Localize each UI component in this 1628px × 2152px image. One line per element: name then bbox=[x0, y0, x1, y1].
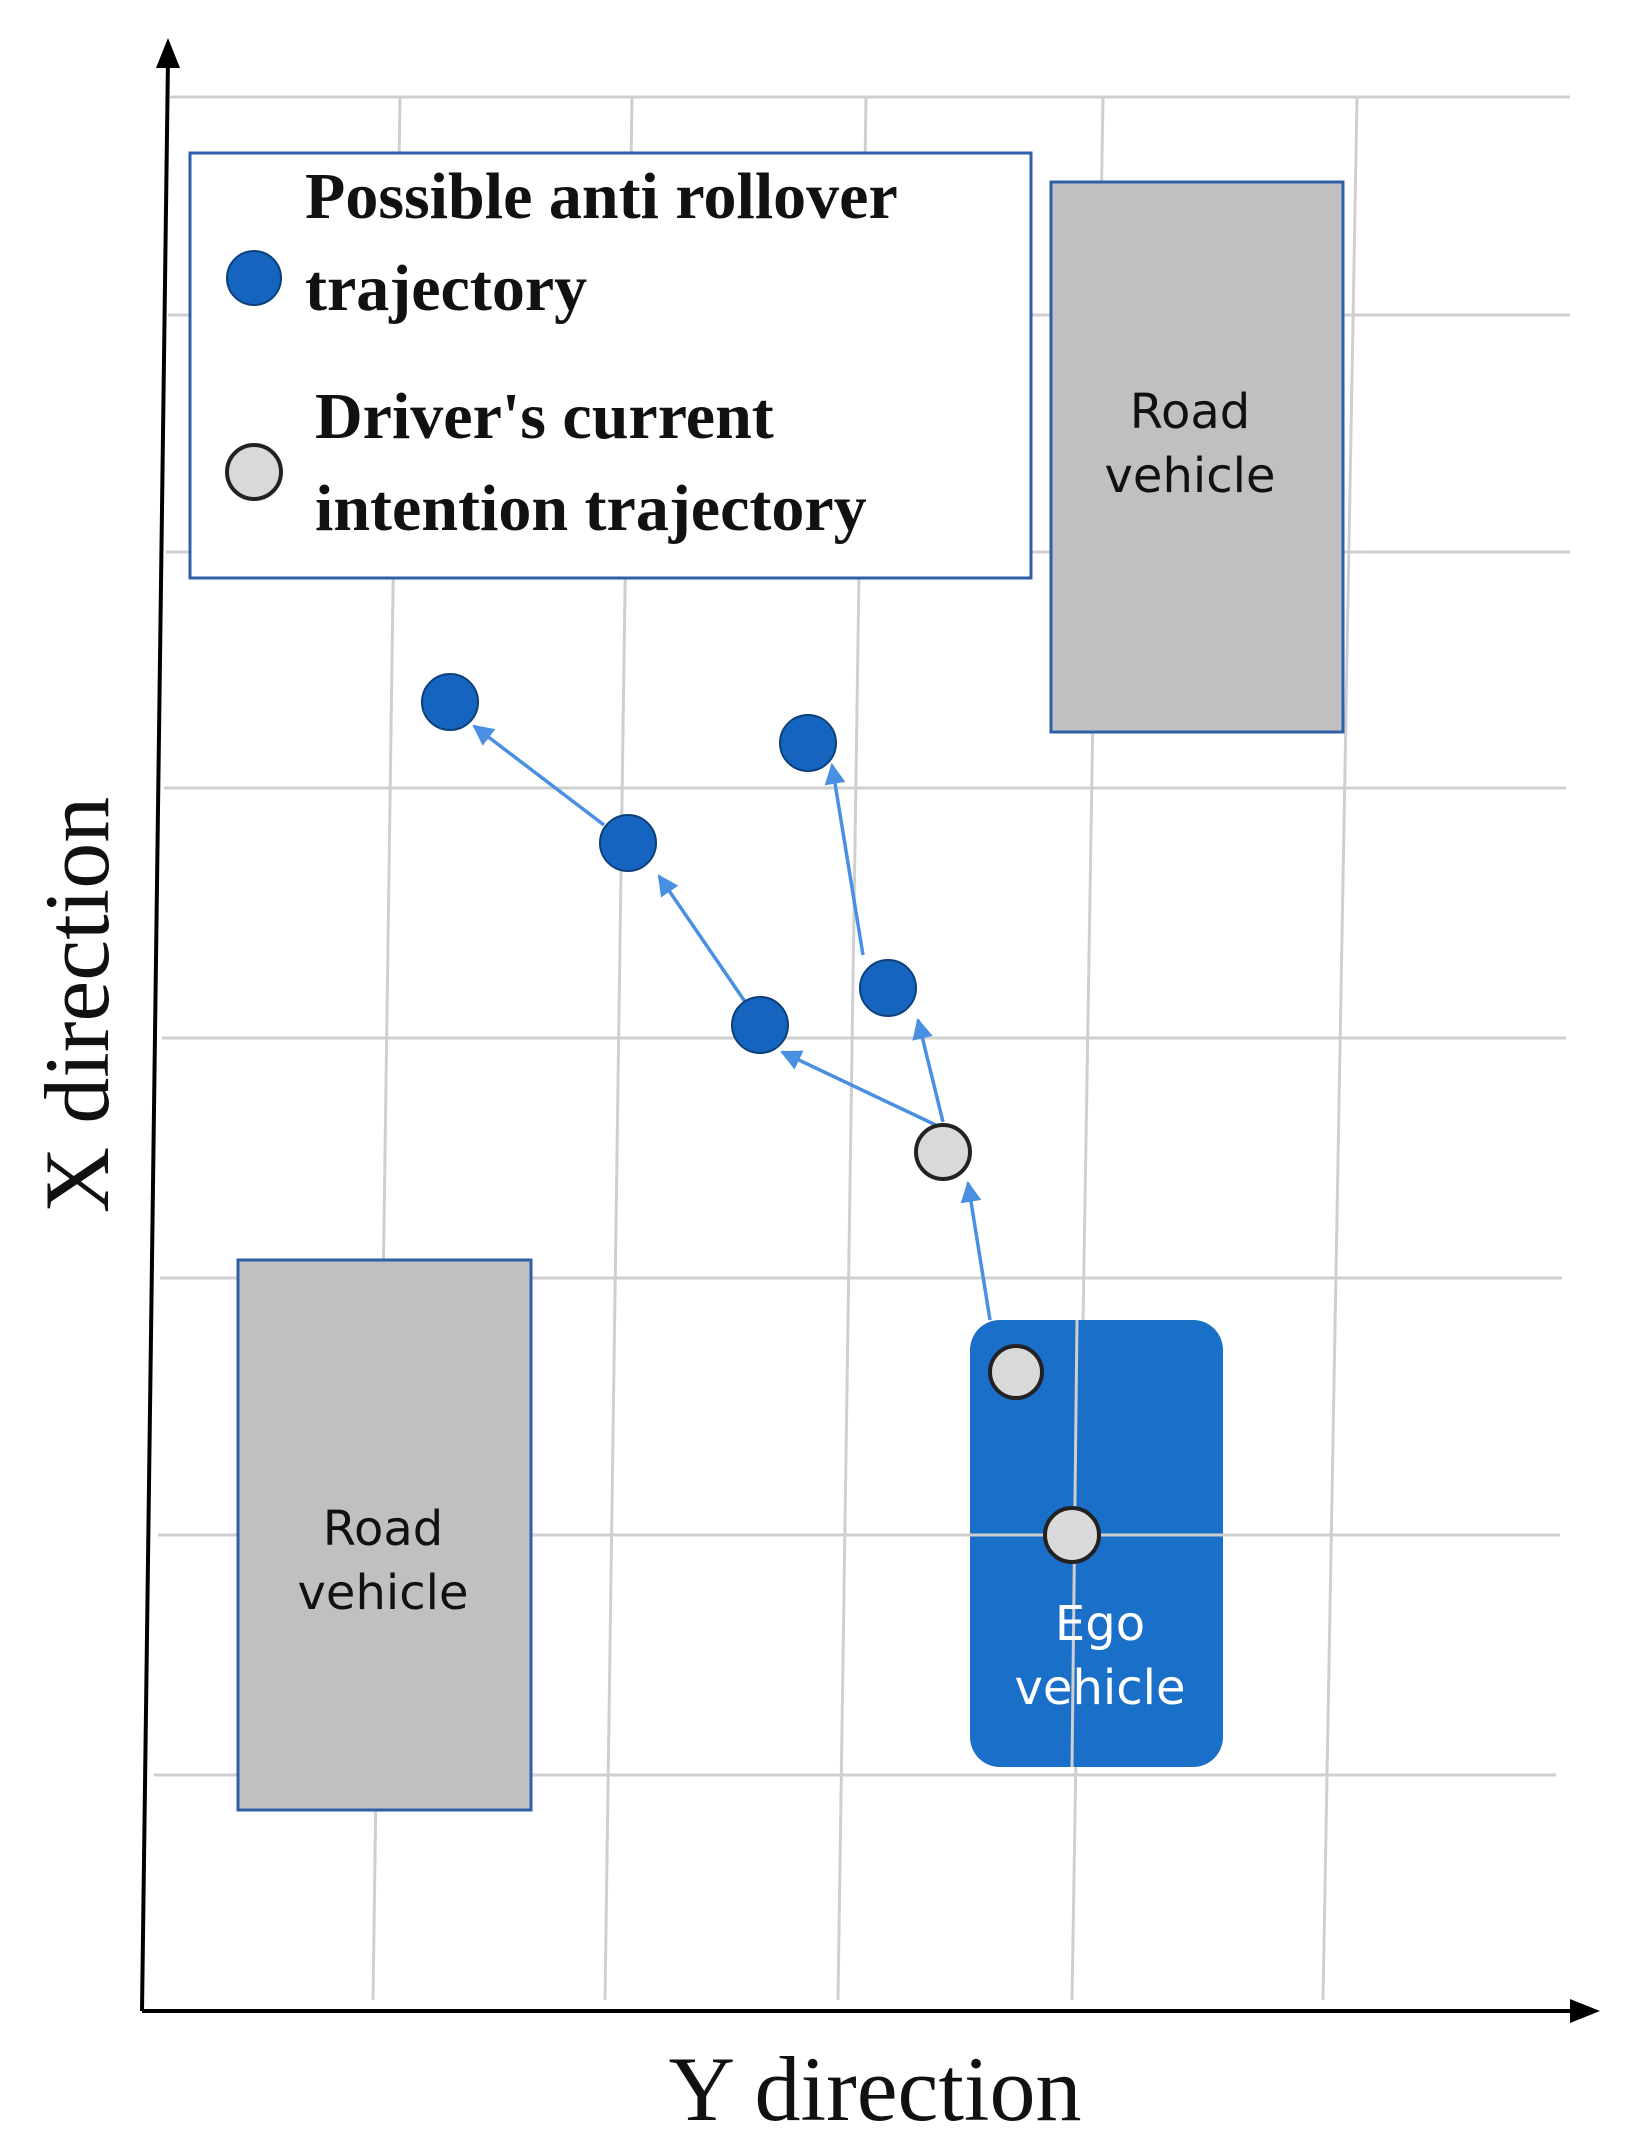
y-axis-title: X direction bbox=[26, 797, 128, 1213]
trajectory-points bbox=[421, 673, 1101, 1564]
legend-box bbox=[188, 151, 1033, 580]
road-vehicle-top-label-line1: Road bbox=[1130, 384, 1250, 440]
road-vehicle-bottom: Road vehicle bbox=[236, 1258, 533, 1812]
road-vehicle-top: Road vehicle bbox=[1049, 180, 1345, 734]
grid-v-line bbox=[1321, 96, 1359, 2001]
x-axis-arrowhead bbox=[1570, 1999, 1600, 2023]
blue-point bbox=[731, 996, 789, 1054]
axes bbox=[140, 38, 1600, 2023]
arrow-mid-c-to-top-right bbox=[824, 762, 865, 956]
blue-point bbox=[779, 714, 837, 772]
legend-blue-dot-icon bbox=[226, 250, 282, 306]
arrow-mid-b-to-top-left bbox=[472, 724, 606, 827]
arrow-ego-to-gray bbox=[960, 1180, 992, 1321]
legend-item-2-line2: intention trajectory bbox=[315, 472, 867, 545]
arrow-gray-to-mid-a bbox=[780, 1050, 941, 1129]
gray-point bbox=[1043, 1506, 1101, 1564]
blue-point bbox=[599, 814, 657, 872]
legend-item-1-line2: trajectory bbox=[305, 252, 587, 325]
y-axis-arrowhead bbox=[156, 38, 180, 68]
road-vehicle-bottom-box bbox=[236, 1258, 533, 1812]
gray-point bbox=[988, 1344, 1044, 1400]
ego-vehicle-label-line1: Ego bbox=[1055, 1596, 1145, 1652]
blue-point bbox=[859, 959, 917, 1017]
gray-point bbox=[914, 1123, 972, 1181]
trajectory-arrows bbox=[472, 724, 992, 1321]
road-vehicle-bottom-label-line1: Road bbox=[323, 1501, 443, 1557]
road-vehicle-top-box bbox=[1049, 180, 1345, 734]
legend-item-1-line1: Possible anti rollover bbox=[305, 160, 898, 233]
road-vehicle-bottom-label-line2: vehicle bbox=[298, 1565, 469, 1621]
legend-gray-dot-icon bbox=[225, 443, 283, 501]
blue-point bbox=[421, 673, 479, 731]
ego-vehicle-label-line2: vehicle bbox=[1015, 1660, 1186, 1716]
legend: Possible anti rollover trajectory Driver… bbox=[188, 151, 1033, 580]
arrow-gray-to-mid-c bbox=[912, 1017, 945, 1123]
road-vehicle-top-label-line2: vehicle bbox=[1105, 448, 1276, 504]
arrow-mid-a-to-mid-b bbox=[657, 874, 750, 1007]
legend-item-2-line1: Driver's current bbox=[315, 380, 774, 453]
y-axis-line bbox=[140, 57, 170, 2012]
x-axis-title: Y direction bbox=[668, 2038, 1081, 2140]
